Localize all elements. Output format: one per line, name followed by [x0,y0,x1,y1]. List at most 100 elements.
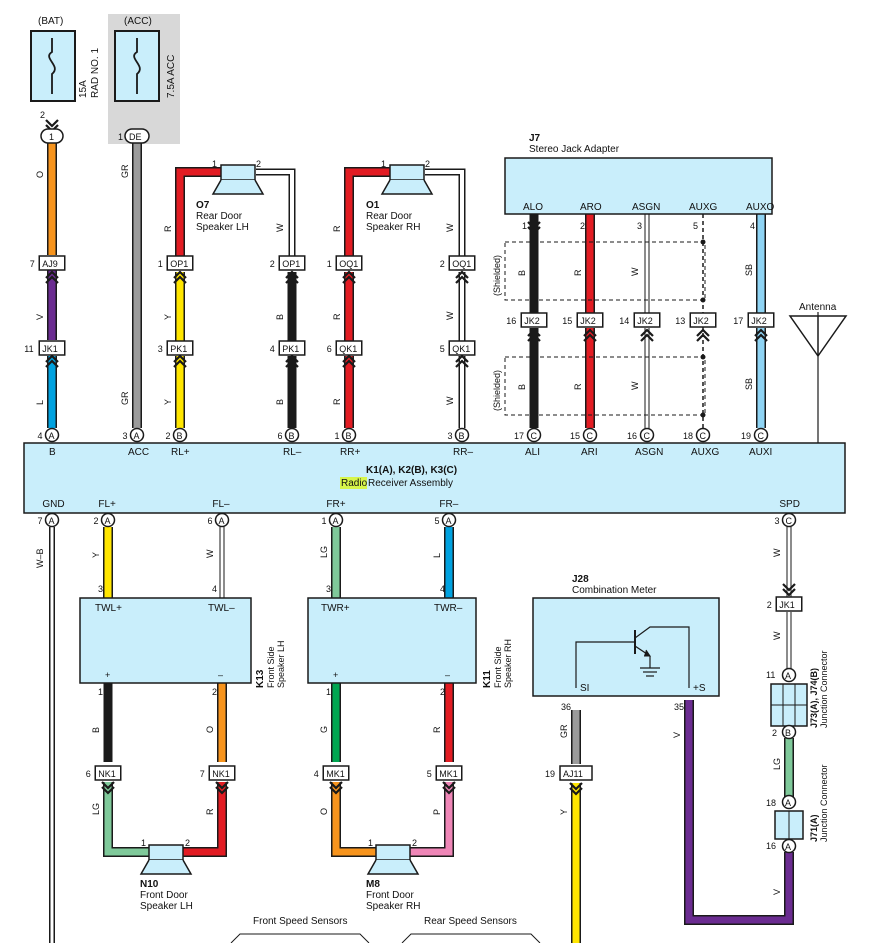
speaker-front-rh-id: M8 [366,879,380,890]
svg-text:Rear Door: Rear Door [366,211,413,222]
svg-text:JK1: JK1 [779,600,795,610]
svg-text:ASGN: ASGN [632,202,660,213]
chevron-icon [173,354,187,363]
svg-text:1: 1 [158,259,163,269]
svg-text:FR–: FR– [439,499,458,510]
svg-text:3: 3 [637,221,642,231]
wire-color-label: Y [91,552,101,558]
svg-text:OQ1: OQ1 [339,259,358,269]
junction-j73-id: J73(A), J74(B) [809,668,819,728]
svg-text:SPD: SPD [779,499,800,510]
wire-color-label: V [35,314,45,320]
combination-meter: J28 Combination Meter SI +S 36 35 [532,574,720,712]
svg-text:2: 2 [270,259,275,269]
svg-text:A: A [785,798,791,808]
svg-text:QK1: QK1 [339,344,357,354]
svg-text:B: B [177,431,183,441]
wire-color-label: B [517,270,527,276]
svg-text:Junction Connector: Junction Connector [819,650,829,728]
meter-id: J28 [572,574,589,585]
svg-text:2: 2 [412,838,417,848]
svg-text:AUXI: AUXI [749,447,772,458]
svg-text:36: 36 [561,702,571,712]
svg-text:Speaker RH: Speaker RH [366,222,420,233]
antenna: Antenna [788,302,848,358]
svg-text:1: 1 [326,687,331,697]
svg-text:AUXG: AUXG [689,202,718,213]
svg-text:C: C [700,431,707,441]
svg-text:Junction Connector: Junction Connector [819,764,829,842]
svg-text:1: 1 [368,838,373,848]
front-rh-id: K11 [482,670,493,688]
front-lh-id: K13 [255,669,266,688]
svg-text:6: 6 [327,344,332,354]
svg-text:11: 11 [24,344,33,354]
chevron-icon [583,328,597,337]
jack-name: Stereo Jack Adapter [529,144,620,155]
svg-text:6: 6 [208,516,213,526]
svg-text:A: A [49,516,55,526]
chevron-icon [455,354,469,363]
svg-text:Speaker LH: Speaker LH [276,640,286,688]
speaker-front-rh: 1 2 M8 Front Door Speaker RH [366,838,420,912]
receiver-pin-fl: FL–A6 [208,499,230,528]
svg-text:NK1: NK1 [98,769,116,779]
svg-text:A: A [219,516,225,526]
svg-text:3: 3 [123,431,128,441]
svg-text:A: A [134,431,140,441]
svg-text:Speaker LH: Speaker LH [140,901,193,912]
svg-text:A: A [105,516,111,526]
chevron-icon [215,786,229,795]
svg-text:Front Side: Front Side [493,646,503,688]
chevron-icon [640,328,654,337]
svg-text:16: 16 [766,841,776,851]
svg-text:ALI: ALI [525,447,540,458]
wire-color-label: GR [559,724,569,738]
wire-color-label: R [332,225,342,232]
svg-text:15: 15 [570,431,580,441]
wire-color-label: P [432,809,442,815]
wire-color-label: W [445,311,455,320]
wire-color-label: Y [559,809,569,815]
wire-color-label: B [275,314,285,320]
fuse-bat-name: RAD NO. 1 [90,48,101,98]
chevron-icon [527,328,541,337]
wire-color-label: B [91,727,101,733]
fuse-bat-pin: 2 [40,110,45,120]
wire-color-label: W [205,549,215,558]
wire-color-label: R [332,398,342,405]
wire-color-label: O [319,808,329,815]
svg-text:FR+: FR+ [326,499,345,510]
svg-text:B: B [785,728,791,738]
svg-text:2: 2 [767,600,772,610]
svg-text:1: 1 [98,687,103,697]
antenna-label: Antenna [799,302,837,313]
svg-text:RR–: RR– [453,447,473,458]
connector-chevrons [45,119,796,796]
svg-text:TWR+: TWR+ [321,603,350,614]
svg-text:TWR–: TWR– [434,603,463,614]
svg-text:RL–: RL– [283,447,302,458]
wire-color-label: SB [744,378,754,390]
svg-text:Speaker RH: Speaker RH [503,639,513,688]
svg-text:4: 4 [314,769,319,779]
shielded-label-2: (Shielded) [492,370,502,411]
svg-text:QK1: QK1 [452,344,470,354]
svg-text:5: 5 [440,344,445,354]
svg-text:OQ1: OQ1 [452,259,471,269]
svg-text:ACC: ACC [128,447,149,458]
svg-text:3: 3 [448,431,453,441]
svg-text:2: 2 [580,221,585,231]
svg-text:4: 4 [440,584,445,594]
speed-sensors: Front Speed Sensors Rear Speed Sensors [230,916,541,943]
